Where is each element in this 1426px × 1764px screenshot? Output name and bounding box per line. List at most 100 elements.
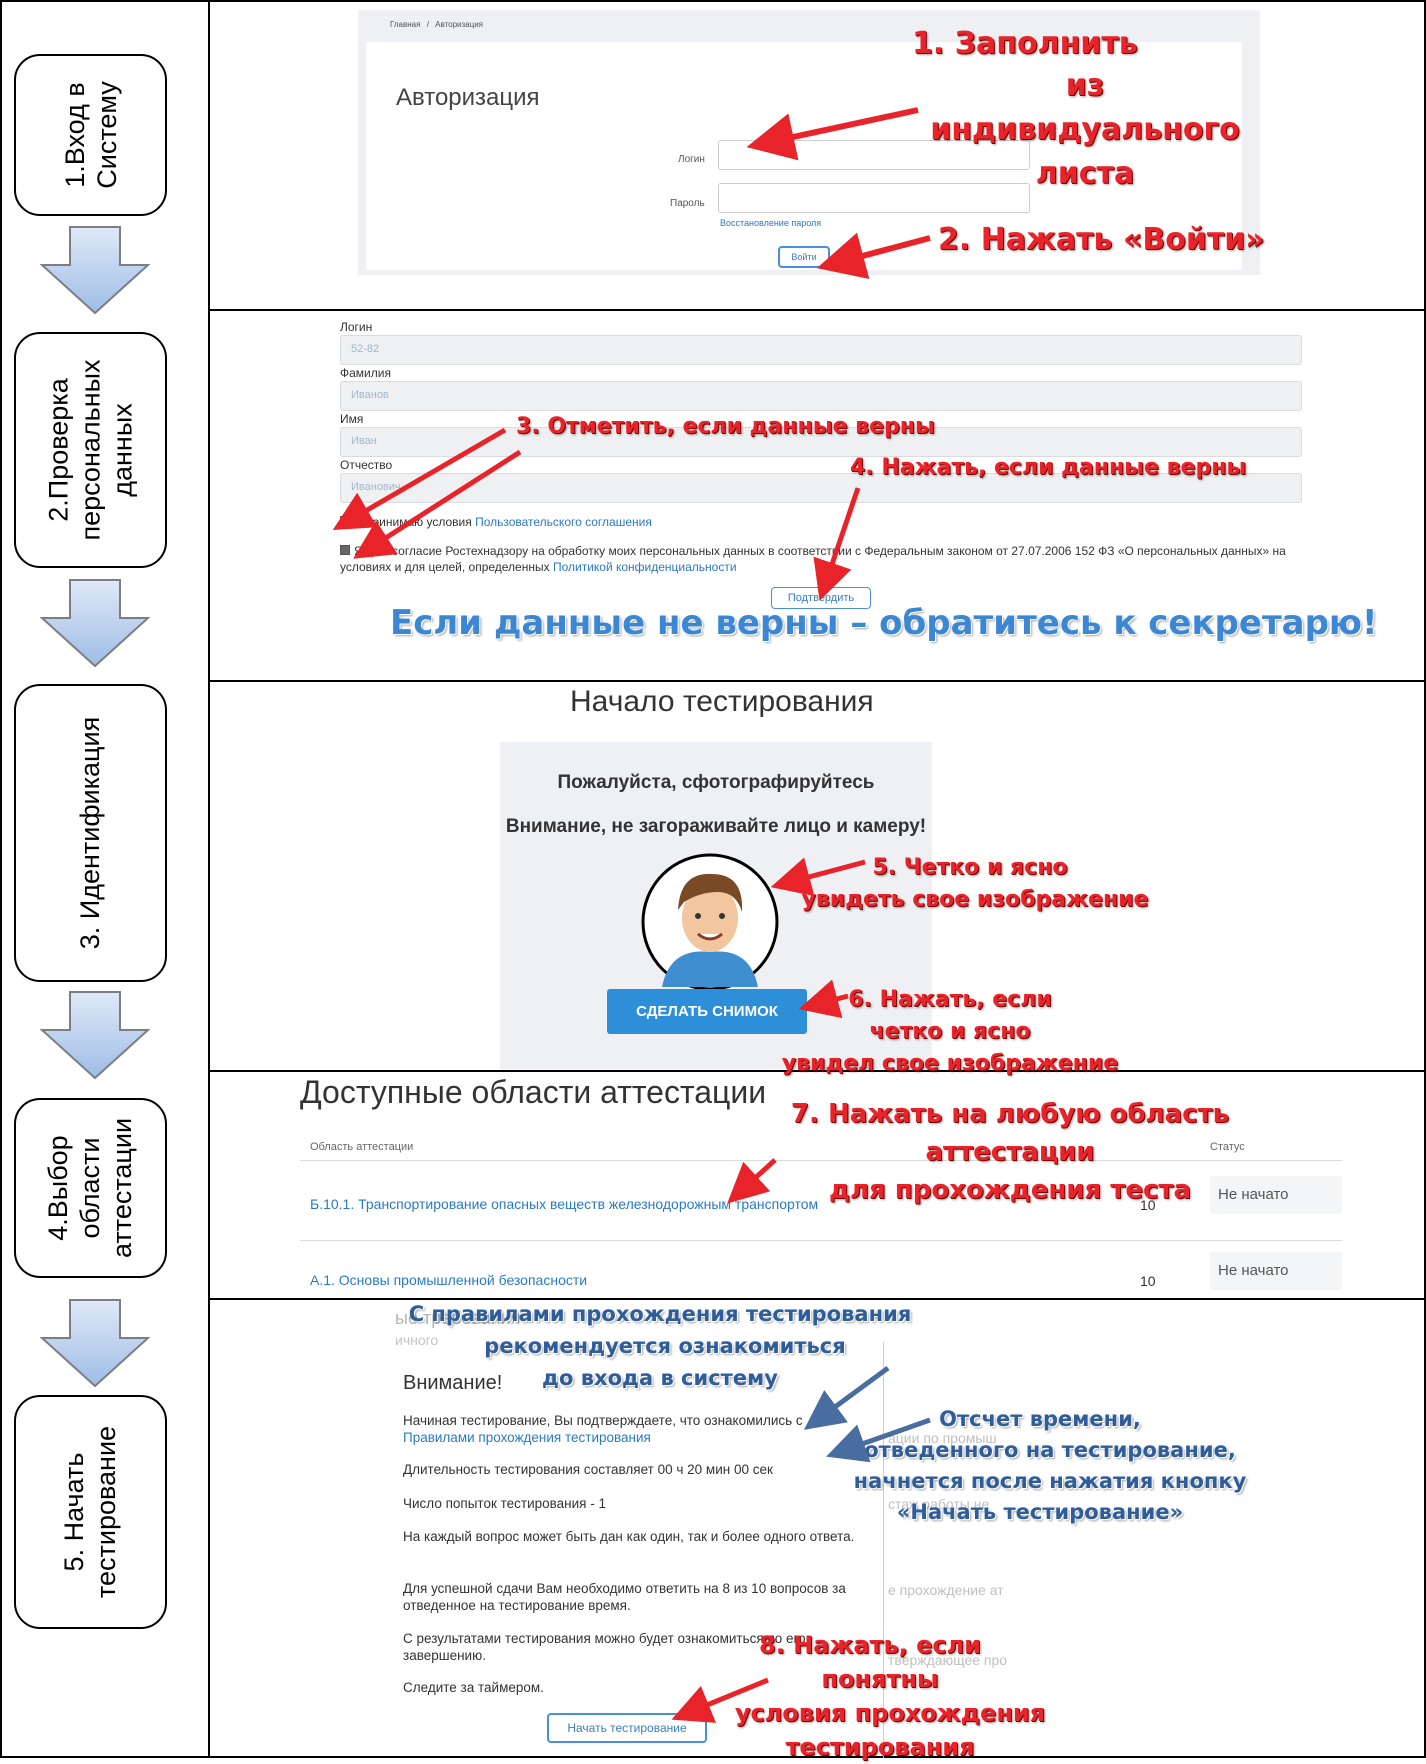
attestation-area-link[interactable]: А.1. Основы промышленной безопасности	[310, 1272, 588, 1288]
name-label: Имя	[340, 412, 364, 426]
surname-label: Фамилия	[340, 366, 391, 380]
question-count: 10	[1140, 1197, 1156, 1213]
annotation-8-line3: условия прохождения	[734, 1699, 1046, 1727]
question-count: 10	[1140, 1273, 1156, 1289]
annotation-1-line3: листа	[1035, 156, 1135, 191]
page-title: Авторизация	[396, 84, 540, 111]
annotation-1b: из индивидуального листа	[920, 64, 1250, 196]
annotation-6-line3: увидел свое изображение	[781, 1051, 1119, 1076]
down-arrow-icon	[40, 991, 150, 1080]
annotation-5-line2: увидеть свое изображение	[801, 887, 1149, 912]
annotation-time-line3: начнется после нажатия кнопку	[853, 1469, 1247, 1493]
warning-text: Если данные не верны – обратитесь к секр…	[390, 603, 1378, 643]
pass-requirement-text: Для успешной сдачи Вам необходимо ответи…	[403, 1581, 846, 1613]
attestation-area-link[interactable]: Б.10.1. Транспортирование опасных вещест…	[310, 1196, 819, 1212]
column-header-area: Область аттестации	[310, 1141, 414, 1153]
step-3-box: 3. Идентификация	[14, 684, 167, 982]
rules-paragraph: Начиная тестирование, Вы подтверждаете, …	[403, 1412, 873, 1446]
background-page-text: тверждающее про	[888, 1652, 1008, 1668]
annotation-6-line1: 6. Нажать, если	[848, 987, 1052, 1012]
annotation-5: 5. Четко и ясно увидеть свое изображение	[800, 852, 1150, 916]
background-page-text: ации по промыш	[888, 1430, 997, 1446]
patronymic-field: Иванович	[340, 473, 1302, 503]
photo-prompt: Пожалуйста, сфотографируйтесь	[557, 772, 875, 793]
timer-text: Следите за таймером.	[403, 1680, 544, 1695]
row-divider-2	[208, 680, 1426, 682]
annotation-1: 1. Заполнить	[912, 22, 1138, 66]
user-agreement-link[interactable]: Пользовательского соглашения	[475, 515, 652, 529]
results-text: С результатами тестирования можно будет …	[403, 1631, 806, 1663]
camera-attention: Внимание, не загораживайте лицо и камеру…	[505, 816, 927, 837]
annotation-7: 7. Нажать на любую область аттестации дл…	[730, 1095, 1290, 1209]
annotation-8-line1: 8. Нажать, если	[759, 1631, 981, 1659]
pointer-arrow-icon	[746, 107, 931, 280]
attempts-text: Число попыток тестирования - 1	[403, 1496, 606, 1511]
annotation-8-line4: тестирования	[785, 1733, 975, 1761]
password-input[interactable]	[718, 183, 1030, 213]
annotation-rules-line2: рекомендуется ознакомиться	[484, 1334, 846, 1358]
snapshot-button[interactable]: СДЕЛАТЬ СНИМОК	[607, 989, 807, 1034]
surname-field: Иванов	[340, 381, 1302, 411]
background-page-text: е прохождение ат	[888, 1582, 1004, 1598]
annotation-8: 8. Нажать, если понятны условия прохожде…	[720, 1628, 1060, 1764]
annotation-3: 3. Отметить, если данные верны	[516, 414, 935, 439]
restore-password-link[interactable]: Восстановление пароля	[720, 218, 822, 228]
rules-link[interactable]: Правилами прохождения тестирования	[403, 1430, 651, 1445]
column-divider	[208, 0, 210, 1758]
annotation-6-line2: четко и ясно	[869, 1019, 1031, 1044]
breadcrumb-home[interactable]: Главная	[390, 20, 421, 29]
breadcrumb-separator: /	[426, 20, 429, 29]
password-label: Пароль	[670, 198, 705, 209]
pointer-arrow-icon	[332, 427, 861, 601]
annotation-2: 2. Нажать «Войти»	[938, 222, 1265, 257]
column-header-status: Статус	[1210, 1141, 1245, 1153]
annotation-4: 4. Нажать, если данные верны	[850, 455, 1247, 480]
consent-row: Я даю согласие Ростехнадзору на обработк…	[340, 543, 1290, 575]
annotation-1-line1: 1. Заполнить	[912, 26, 1138, 61]
answers-text: На каждый вопрос может быть дан как один…	[403, 1529, 855, 1544]
modal-title: Внимание!	[403, 1372, 503, 1394]
annotation-time-line1: Отсчет времени,	[939, 1407, 1141, 1431]
table-row-divider	[300, 1240, 1342, 1241]
row-divider-1	[208, 309, 1426, 311]
background-text: ые требования	[395, 1308, 521, 1328]
annotation-7-line1: 7. Нажать на любую область аттестации	[790, 1099, 1230, 1167]
section4-title: Доступные области аттестации	[300, 1074, 767, 1110]
pointer-arrow-icon	[727, 1158, 777, 1204]
annotation-rules-line1: С правилами прохождения тестирования	[408, 1302, 912, 1326]
section3-title: Начало тестирования	[570, 685, 874, 718]
start-testing-button[interactable]: Начать тестирование	[547, 1713, 707, 1743]
down-arrow-icon	[40, 226, 150, 315]
annotation-time-line4: «Начать тестирование»	[896, 1500, 1184, 1524]
duration-text: Длительность тестирования составляет 00 …	[403, 1462, 773, 1477]
annotation-time-line2: отведенного на тестирование,	[864, 1438, 1236, 1462]
annotation-time: Отсчет времени, отведенного на тестирова…	[830, 1404, 1270, 1528]
table-header-divider	[300, 1160, 1342, 1161]
consent-text: Я даю согласие Ростехнадзору на обработк…	[340, 544, 1286, 574]
patronymic-label: Отчество	[340, 458, 393, 472]
annotation-5-line1: 5. Четко и ясно	[872, 855, 1068, 880]
privacy-policy-link[interactable]: Политикой конфиденциальности	[552, 560, 737, 574]
down-arrow-icon	[40, 579, 150, 668]
background-page-text: ичного	[395, 1332, 439, 1348]
annotation-rules: С правилами прохождения тестирования рек…	[380, 1298, 1060, 1394]
avatar	[641, 853, 779, 991]
breadcrumb-current: Авторизация	[435, 20, 484, 29]
auth-screenshot: Главная / Авторизация Авторизация Логин …	[358, 10, 1260, 275]
annotation-7-line2: для прохождения теста	[828, 1175, 1192, 1205]
annotation-rules-line3: до входа в систему	[542, 1366, 778, 1390]
row-divider-4	[208, 1298, 1426, 1300]
background-page-text: стаж работы не	[888, 1496, 990, 1512]
login-label: Логин	[340, 320, 373, 334]
annotation-8-line2: понятны	[821, 1665, 939, 1693]
pointer-arrow-icon	[770, 857, 866, 1019]
login-label: Логин	[678, 154, 705, 165]
annotation-6: 6. Нажать, если четко и ясно увидел свое…	[760, 984, 1140, 1080]
consent-checkbox[interactable]	[340, 545, 350, 555]
row-divider-3	[208, 1070, 1426, 1072]
